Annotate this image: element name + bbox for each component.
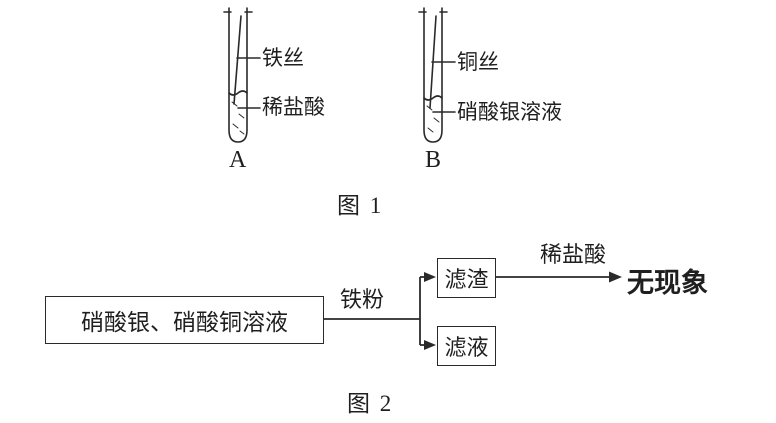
- test-tube-a-drawing: [223, 7, 261, 143]
- tube-a-wire-label: 铁丝: [262, 46, 304, 70]
- source-solution-label: 硝酸银、硝酸铜溶液: [81, 310, 288, 335]
- figure2-caption: 图 2: [347, 391, 394, 416]
- filtrate-box: 滤液: [437, 326, 496, 366]
- residue-box: 滤渣: [437, 258, 496, 298]
- tube-b-solution-label: 硝酸银溶液: [457, 100, 562, 124]
- figure1-caption: 图 1: [337, 193, 384, 218]
- arrowhead-to-result-icon: [609, 271, 622, 283]
- arrowheads: [424, 271, 622, 350]
- iron-wire-icon: [233, 15, 242, 105]
- dilute-hcl-arrow-label: 稀盐酸: [540, 242, 607, 267]
- filtrate-label: 滤液: [444, 335, 489, 360]
- arrowhead-to-residue-icon: [424, 272, 436, 282]
- no-phenomenon-result: 无现象: [627, 268, 708, 298]
- residue-label: 滤渣: [444, 267, 489, 292]
- test-tube-b-drawing: [418, 7, 456, 143]
- tube-b-wire-label: 铜丝: [457, 50, 499, 74]
- arrowhead-to-filtrate-icon: [424, 340, 436, 350]
- tube-b-letter: B: [425, 147, 442, 173]
- iron-powder-label: 铁粉: [340, 287, 385, 312]
- tube-a-solution-label: 稀盐酸: [262, 95, 325, 119]
- source-solution-box: 硝酸银、硝酸铜溶液: [45, 296, 324, 344]
- flowchart-connectors: [322, 276, 612, 346]
- tube-a-letter: A: [229, 147, 247, 173]
